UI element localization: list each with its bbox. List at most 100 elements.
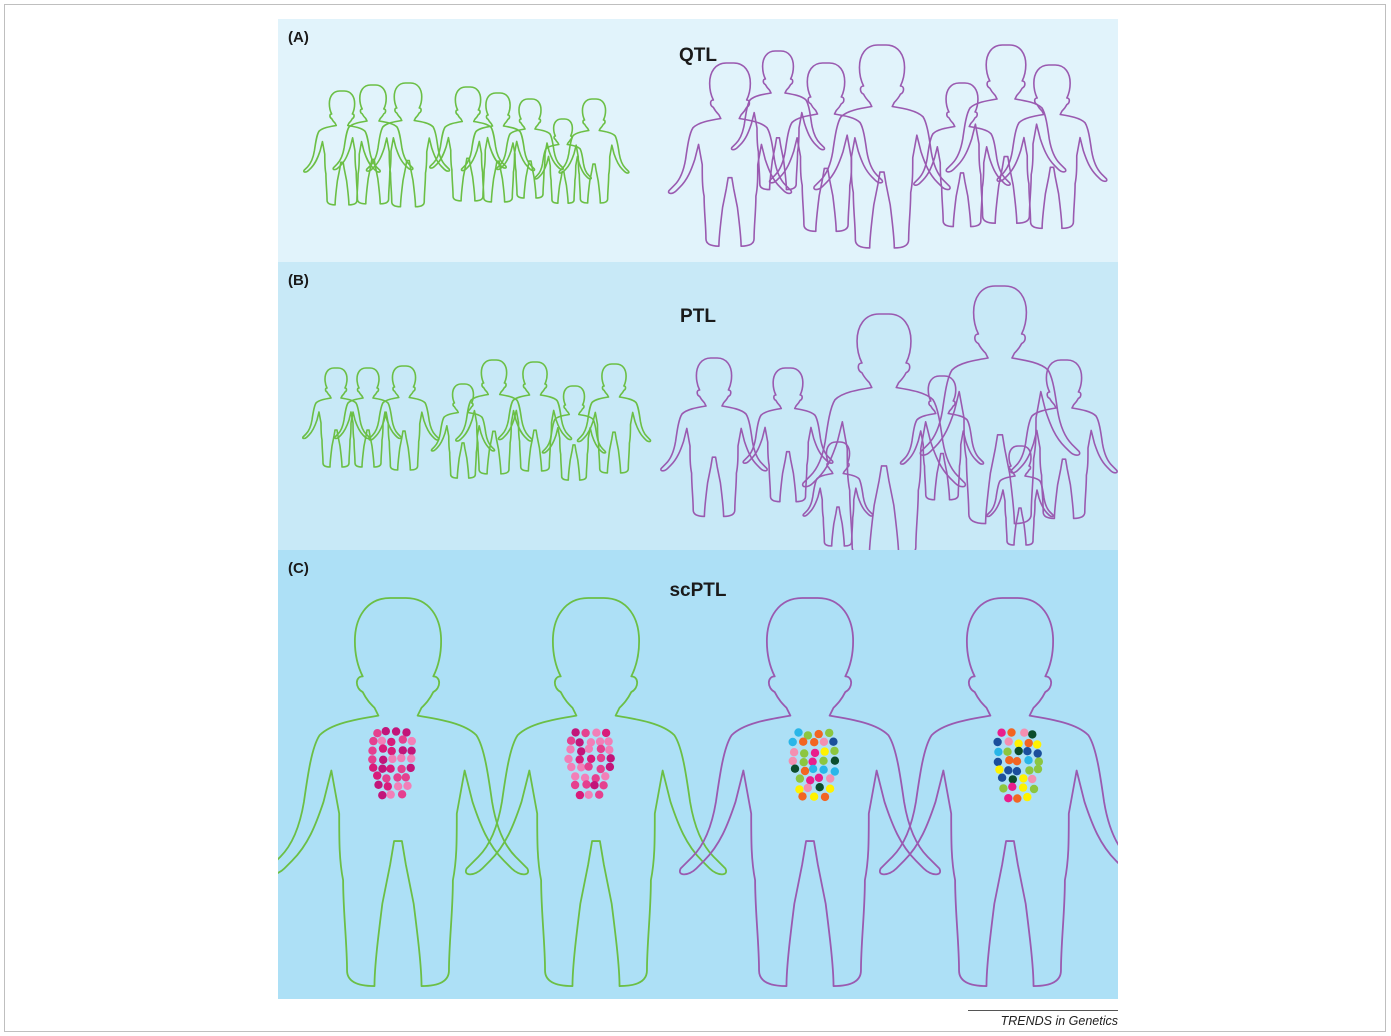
cell-dot-mixed	[790, 748, 798, 756]
cell-dot-mixed	[821, 747, 829, 755]
cell-dot-mixed	[810, 793, 818, 801]
cell-dot-uniform	[597, 765, 605, 773]
cell-dot-uniform	[369, 737, 377, 745]
cell-dot-uniform	[369, 764, 377, 772]
cell-dot-uniform	[397, 765, 405, 773]
cell-dot-uniform	[587, 755, 595, 763]
person-group-one	[335, 368, 401, 467]
cell-dot-mixed	[830, 747, 838, 755]
person-group-two	[1011, 360, 1117, 518]
cell-dot-mixed	[820, 738, 828, 746]
cell-dot-mixed	[1004, 766, 1012, 774]
cell-dot-uniform	[378, 765, 386, 773]
cell-dot-mixed	[831, 767, 839, 775]
cell-dot-mixed	[1013, 767, 1021, 775]
person-group-two	[803, 314, 966, 550]
cell-dot-mixed	[801, 767, 809, 775]
cell-dot-mixed	[826, 785, 834, 793]
cell-dot-uniform	[394, 782, 402, 790]
cell-dot-uniform	[605, 746, 613, 754]
cell-dot-uniform	[368, 747, 376, 755]
cell-dot-mixed	[1008, 783, 1016, 791]
cell-dot-mixed	[1019, 783, 1027, 791]
cell-dot-uniform	[564, 755, 572, 763]
person-group-one	[559, 99, 629, 203]
cell-dot-uniform	[374, 781, 382, 789]
cell-dot-uniform	[378, 791, 386, 799]
person-group-two	[914, 83, 1010, 227]
cell-dot-mixed	[815, 730, 823, 738]
cell-dot-uniform	[368, 755, 376, 763]
person-group-two	[661, 358, 767, 516]
cell-dot-mixed	[1019, 774, 1027, 782]
cell-dot-mixed	[810, 738, 818, 746]
cell-dot-uniform	[387, 738, 395, 746]
person-group-two	[743, 368, 833, 502]
cell-dot-mixed	[1007, 728, 1015, 736]
cell-dot-uniform	[407, 754, 415, 762]
panel-c: (C) scPTL	[278, 550, 1118, 999]
cell-dot-uniform	[607, 754, 615, 762]
cell-dot-uniform	[407, 764, 415, 772]
cell-dot-uniform	[584, 762, 592, 770]
cell-dot-mixed	[815, 774, 823, 782]
cell-dot-uniform	[604, 737, 612, 745]
cell-dot-uniform	[382, 774, 390, 782]
panel-b: (B) PTL	[278, 262, 1118, 550]
cell-dot-uniform	[595, 791, 603, 799]
cell-dot-uniform	[384, 782, 392, 790]
cell-dot-uniform	[399, 746, 407, 754]
cell-dot-mixed	[798, 792, 806, 800]
cell-dot-mixed	[1030, 785, 1038, 793]
panel-a-title: QTL	[278, 45, 1118, 67]
person-group-one	[304, 91, 380, 205]
cell-dot-mixed	[789, 738, 797, 746]
cell-dot-mixed	[1025, 739, 1033, 747]
cell-dot-mixed	[808, 758, 816, 766]
cell-dot-mixed	[1020, 729, 1028, 737]
person-group-one	[577, 364, 650, 473]
panel-b-title: PTL	[278, 306, 1118, 328]
cell-dot-mixed	[799, 738, 807, 746]
cell-dot-mixed	[1035, 757, 1043, 765]
cell-dot-uniform	[392, 727, 400, 735]
panel-c-title: scPTL	[278, 580, 1118, 602]
cell-dot-mixed	[796, 774, 804, 782]
cell-dot-uniform	[602, 729, 610, 737]
cell-dot-mixed	[809, 765, 817, 773]
person-group-one	[333, 85, 413, 204]
cell-dot-uniform	[601, 772, 609, 780]
cell-dot-uniform	[379, 744, 387, 752]
cell-dot-uniform	[592, 729, 600, 737]
person-single-cell-group-two	[680, 598, 940, 986]
cell-dot-uniform	[387, 790, 395, 798]
panel-a-label: (A)	[288, 29, 309, 46]
cell-dot-mixed	[998, 774, 1006, 782]
cell-dot-uniform	[596, 737, 604, 745]
cell-dot-uniform	[398, 790, 406, 798]
cell-dot-uniform	[571, 728, 579, 736]
cell-dot-mixed	[1015, 747, 1023, 755]
panel-b-label: (B)	[288, 272, 309, 289]
cell-dot-mixed	[806, 776, 814, 784]
cell-dot-uniform	[599, 781, 607, 789]
cell-dot-mixed	[1005, 737, 1013, 745]
cell-dot-mixed	[819, 757, 827, 765]
person-group-two	[732, 51, 825, 190]
cell-dot-mixed	[1013, 794, 1021, 802]
cell-dot-mixed	[829, 738, 837, 746]
cell-dot-mixed	[994, 748, 1002, 756]
cell-dot-mixed	[1033, 740, 1041, 748]
cell-dot-mixed	[825, 729, 833, 737]
person-group-two	[770, 63, 883, 231]
cell-dot-mixed	[800, 758, 808, 766]
cell-dot-mixed	[1028, 775, 1036, 783]
cell-dot-uniform	[388, 755, 396, 763]
cell-dot-mixed	[800, 749, 808, 757]
cell-dot-mixed	[826, 774, 834, 782]
cell-dot-mixed	[1013, 757, 1021, 765]
cell-dot-mixed	[831, 757, 839, 765]
cell-dot-uniform	[597, 754, 605, 762]
cell-dot-mixed	[804, 784, 812, 792]
cell-dot-mixed	[1028, 730, 1036, 738]
